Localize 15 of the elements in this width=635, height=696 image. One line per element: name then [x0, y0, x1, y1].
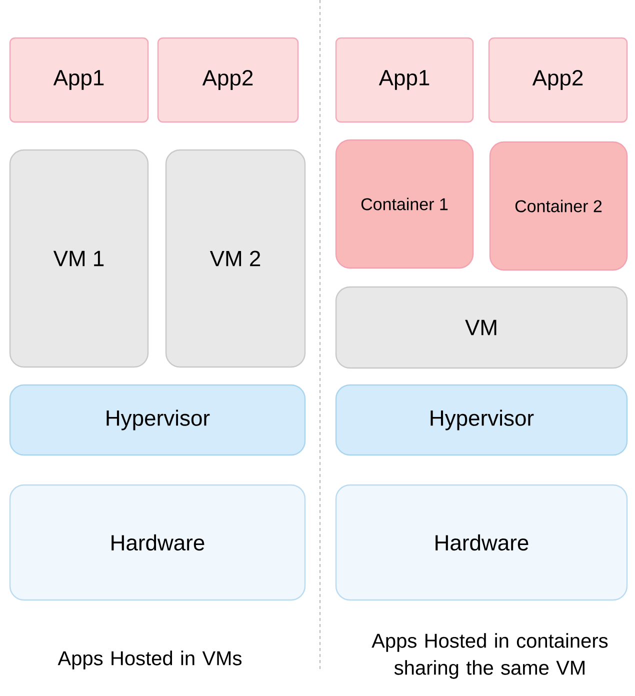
- hardware-box: Hardware: [335, 484, 628, 601]
- vm-box: VM: [335, 286, 628, 369]
- hypervisor-box: Hypervisor: [335, 384, 628, 456]
- caption: Apps Hosted in containers sharing the same VM: [372, 633, 608, 679]
- app-box: App2: [488, 37, 628, 123]
- vm-box: VM 1: [9, 149, 149, 368]
- caption: Apps Hosted in VMs: [58, 650, 242, 670]
- hardware-box: Hardware: [9, 484, 306, 601]
- app-box: App1: [9, 37, 149, 123]
- app-box: App2: [157, 37, 299, 123]
- container-box: Container 1: [335, 139, 474, 269]
- container-box: Container 2: [489, 141, 628, 271]
- vm-box: VM 2: [165, 149, 306, 368]
- hypervisor-box: Hypervisor: [9, 384, 306, 456]
- app-box: App1: [335, 37, 474, 123]
